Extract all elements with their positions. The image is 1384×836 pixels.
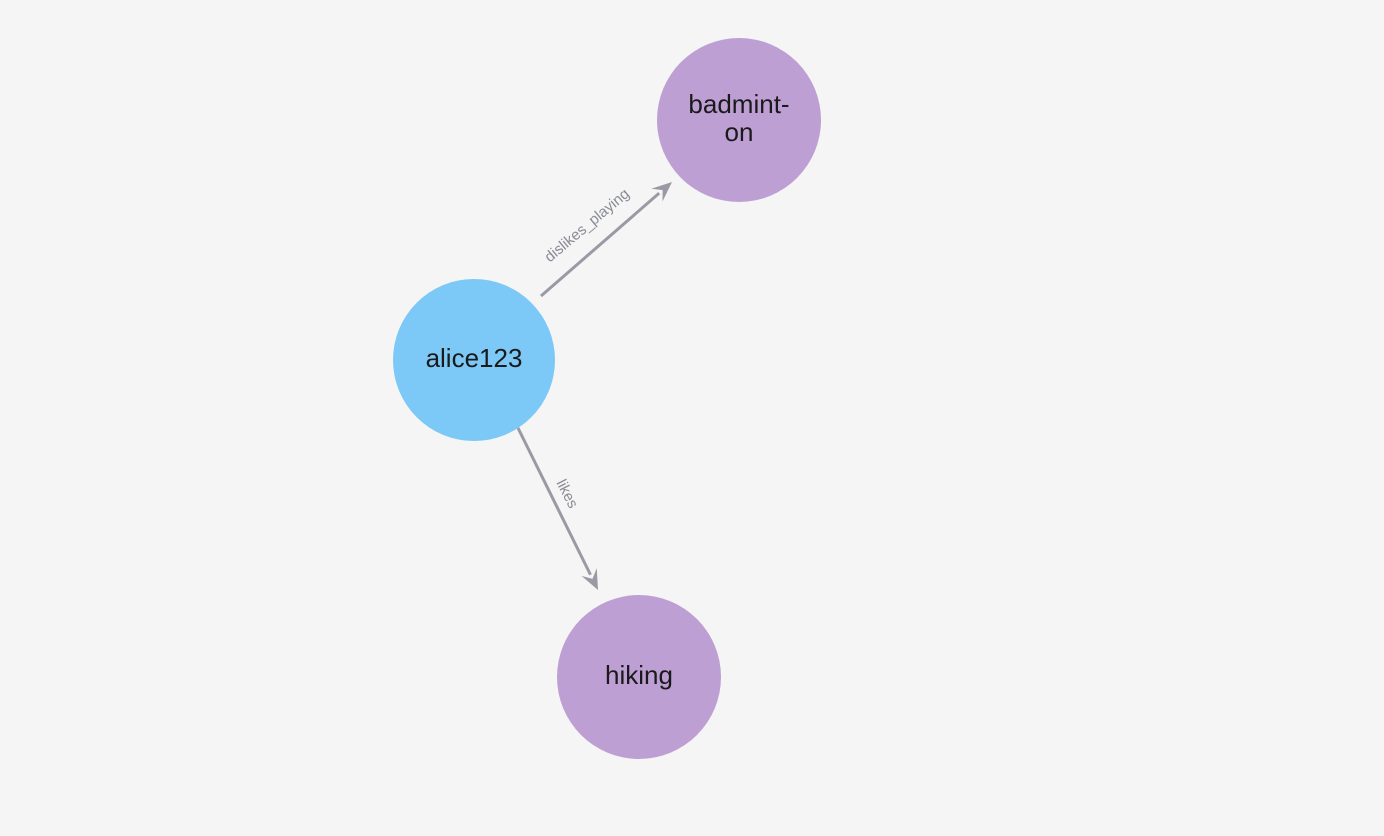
node-layer: alice123 badmint-on hiking: [393, 38, 821, 759]
node-circle-alice123[interactable]: [393, 279, 555, 441]
edge-dislikes-playing[interactable]: dislikes_playing: [540, 182, 672, 298]
node-badminton[interactable]: badmint-on: [657, 38, 821, 202]
edge-likes[interactable]: likes: [516, 427, 598, 590]
edge-line[interactable]: [516, 427, 592, 576]
edge-arrowhead: [651, 182, 672, 202]
node-alice123[interactable]: alice123: [393, 279, 555, 441]
edge-label-dislikes-playing: dislikes_playing: [541, 185, 632, 266]
node-hiking[interactable]: hiking: [557, 595, 721, 759]
edge-arrowhead: [581, 568, 598, 590]
node-circle-badminton[interactable]: [657, 38, 821, 202]
node-circle-hiking[interactable]: [557, 595, 721, 759]
edge-line[interactable]: [540, 192, 661, 298]
